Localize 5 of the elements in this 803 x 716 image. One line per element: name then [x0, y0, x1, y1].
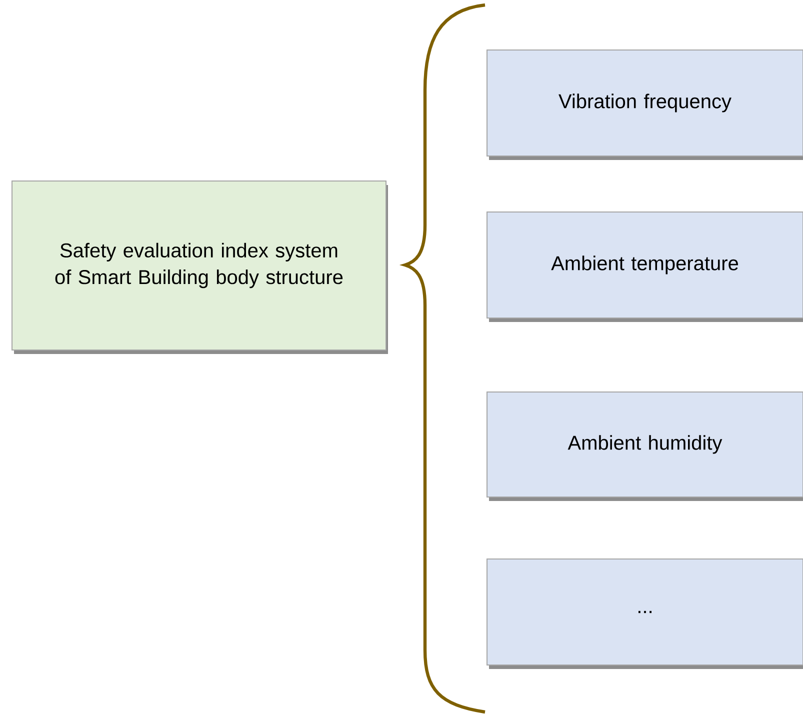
index-box: ...	[486, 558, 803, 669]
index-box: Ambient temperature	[486, 212, 803, 322]
index-box: Vibration frequency	[486, 50, 803, 160]
index-box: Ambient humidity	[486, 392, 803, 501]
category-box: Safety evaluation index system of Smart Building body structure	[12, 180, 388, 354]
